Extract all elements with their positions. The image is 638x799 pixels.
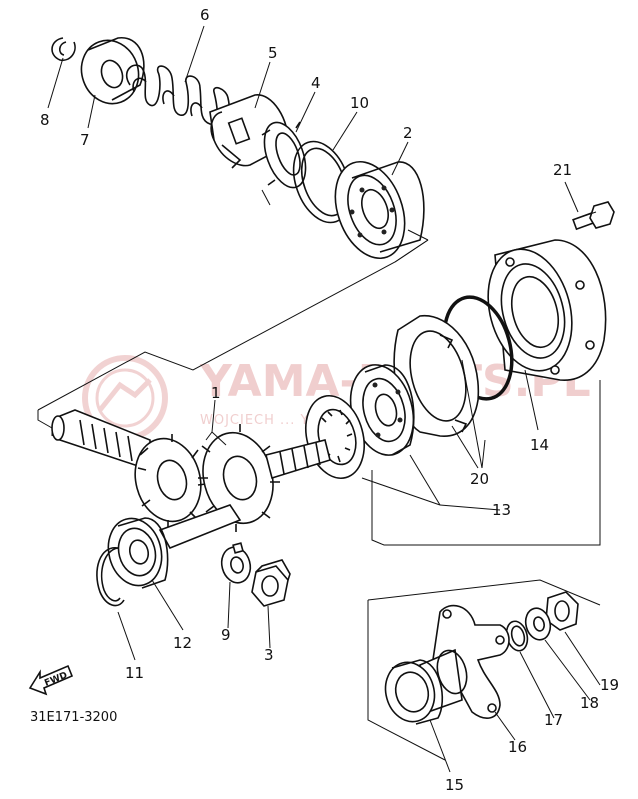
part-16-flange xyxy=(419,604,510,719)
callout-7: 7 xyxy=(80,131,90,149)
callout-4: 4 xyxy=(311,74,321,92)
part-21-bolt xyxy=(572,201,615,231)
part-7-collar xyxy=(80,37,145,105)
callout-6: 6 xyxy=(200,6,210,24)
part-20-shim-plate xyxy=(393,315,480,437)
callout-5: 5 xyxy=(268,44,278,62)
callout-14: 14 xyxy=(530,436,549,454)
callout-19: 19 xyxy=(600,676,619,694)
part-9-lock-washer xyxy=(220,542,252,584)
callout-18: 18 xyxy=(580,694,599,712)
part-6-spring xyxy=(125,64,239,133)
diagram-code: 31E171-3200 xyxy=(30,710,117,725)
callout-10: 10 xyxy=(350,94,369,112)
callout-15: 15 xyxy=(445,776,464,794)
part-1-pinion-shaft xyxy=(51,409,331,550)
callout-11: 11 xyxy=(125,664,144,682)
callout-17: 17 xyxy=(544,711,563,729)
flange-group-outline xyxy=(367,579,601,761)
fwd-arrow-icon: FWD xyxy=(28,664,74,696)
callout-8: 8 xyxy=(40,111,50,129)
part-8-circlip xyxy=(51,37,76,62)
callout-1: 1 xyxy=(211,384,221,402)
part-11-circlip xyxy=(96,547,125,607)
part-15-oil-seal xyxy=(384,659,444,725)
callout-13: 13 xyxy=(492,501,511,519)
callout-9: 9 xyxy=(221,626,231,644)
callout-3: 3 xyxy=(264,646,274,664)
callout-21: 21 xyxy=(553,161,572,179)
part-18-washer xyxy=(524,607,552,641)
leader-lines xyxy=(47,25,601,773)
fwd-label: FWD xyxy=(43,671,69,689)
part-3-nut xyxy=(251,559,291,607)
callouts: 6 5 4 10 2 8 7 21 1 14 20 13 12 9 3 11 1… xyxy=(40,6,619,794)
callout-20: 20 xyxy=(470,470,489,488)
callout-16: 16 xyxy=(508,738,527,756)
part-12-bearing xyxy=(107,517,169,589)
callout-12: 12 xyxy=(173,634,192,652)
callout-2: 2 xyxy=(403,124,413,142)
part-2-bearing xyxy=(334,160,425,260)
